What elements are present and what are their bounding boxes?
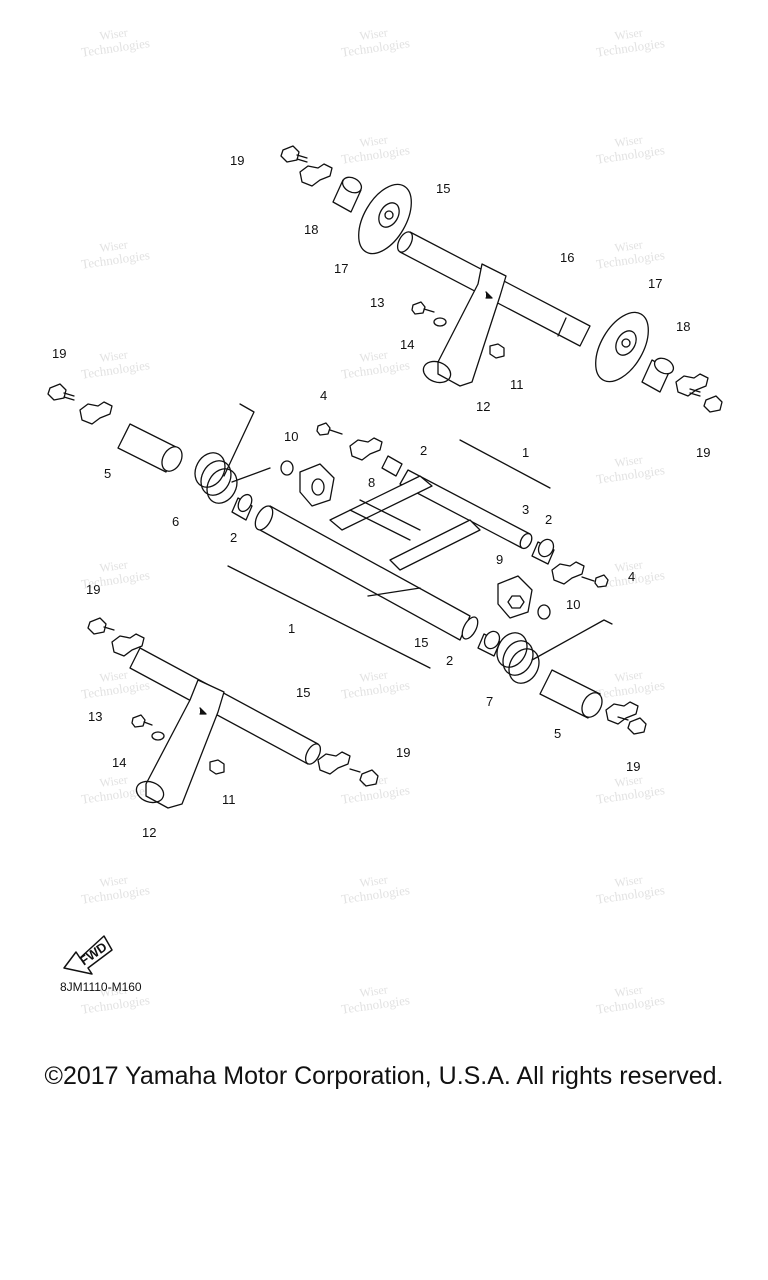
callout: 17 (334, 261, 348, 276)
collar-washer (79, 401, 113, 425)
collar-washer (349, 437, 383, 461)
callout: 2 (545, 512, 552, 527)
callout: 14 (400, 337, 414, 352)
shaft (129, 647, 322, 765)
spacer (332, 176, 363, 213)
collar-washer (299, 163, 333, 187)
callout: 5 (104, 466, 111, 481)
callout: 11 (222, 792, 236, 807)
circlip (280, 460, 294, 476)
bushing (539, 669, 603, 719)
callout: 19 (86, 582, 100, 597)
bracket (299, 463, 335, 507)
callout: 10 (284, 429, 298, 444)
callout: 11 (510, 377, 524, 392)
torsion-spring (194, 403, 271, 504)
callout: 6 (172, 514, 179, 529)
callout-labels: 19 15 18 17 16 17 13 18 14 19 11 12 4 10… (52, 153, 710, 840)
callout: 19 (696, 445, 710, 460)
callout: 19 (396, 745, 410, 760)
callout: 19 (626, 759, 640, 774)
callout: 4 (320, 388, 327, 403)
leader-line (227, 439, 551, 669)
nut (209, 759, 225, 775)
top-arm-assembly (280, 145, 723, 413)
callout: 19 (230, 153, 244, 168)
torsion-spring (496, 619, 613, 684)
idler-wheel (358, 183, 412, 255)
callout: 15 (436, 181, 450, 196)
bolt (581, 574, 609, 588)
collar (477, 630, 501, 657)
bolt (689, 388, 723, 413)
collar-washer (111, 633, 145, 657)
collar (531, 538, 555, 565)
callout: 12 (142, 825, 156, 840)
callout: 13 (370, 295, 384, 310)
collar (381, 455, 403, 477)
callout: 18 (676, 319, 690, 334)
bushing (117, 423, 183, 473)
callout: 2 (446, 653, 453, 668)
callout: 15 (414, 635, 428, 650)
bolt (316, 422, 343, 436)
copyright-notice: ©2017 Yamaha Motor Corporation, U.S.A. A… (44, 1062, 724, 1090)
collar-washer (551, 561, 585, 585)
washer (151, 731, 165, 741)
swing-arm (135, 679, 225, 809)
callout: 5 (554, 726, 561, 741)
collar-washer (317, 751, 351, 775)
collar (231, 493, 253, 521)
callout: 12 (476, 399, 490, 414)
collar-washer (605, 701, 639, 725)
callout: 14 (112, 755, 126, 770)
rear-arm-frame (254, 469, 533, 641)
callout: 7 (486, 694, 493, 709)
bolt (131, 714, 153, 728)
bolt (411, 301, 435, 315)
callout: 8 (368, 475, 375, 490)
circlip (537, 604, 551, 620)
fwd-arrow-icon (63, 935, 113, 975)
idler-wheel (595, 311, 649, 383)
middle-pivot-assembly (47, 383, 647, 735)
callout: 19 (52, 346, 66, 361)
callout: 1 (522, 445, 529, 460)
spacer (641, 357, 675, 393)
diagram-code: 8JM1110-M160 (60, 980, 142, 994)
callout: 13 (88, 709, 102, 724)
callout: 2 (230, 530, 237, 545)
bracket (497, 575, 533, 619)
callout: 18 (304, 222, 318, 237)
callout: 2 (420, 443, 427, 458)
callout: 1 (288, 621, 295, 636)
callout: 17 (648, 276, 662, 291)
bottom-arm-assembly (87, 617, 379, 809)
bolt (617, 716, 647, 735)
collar-washer (675, 373, 709, 397)
bolt (87, 617, 115, 635)
callout: 3 (522, 502, 529, 517)
swing-arm (422, 263, 507, 387)
callout: 15 (296, 685, 310, 700)
bolt (349, 768, 379, 787)
callout: 10 (566, 597, 580, 612)
nut (489, 343, 505, 359)
callout: 9 (496, 552, 503, 567)
bolt (280, 145, 308, 163)
bolt (47, 383, 75, 401)
callout: 4 (628, 569, 635, 584)
callout: 16 (560, 250, 574, 265)
washer (433, 317, 447, 327)
